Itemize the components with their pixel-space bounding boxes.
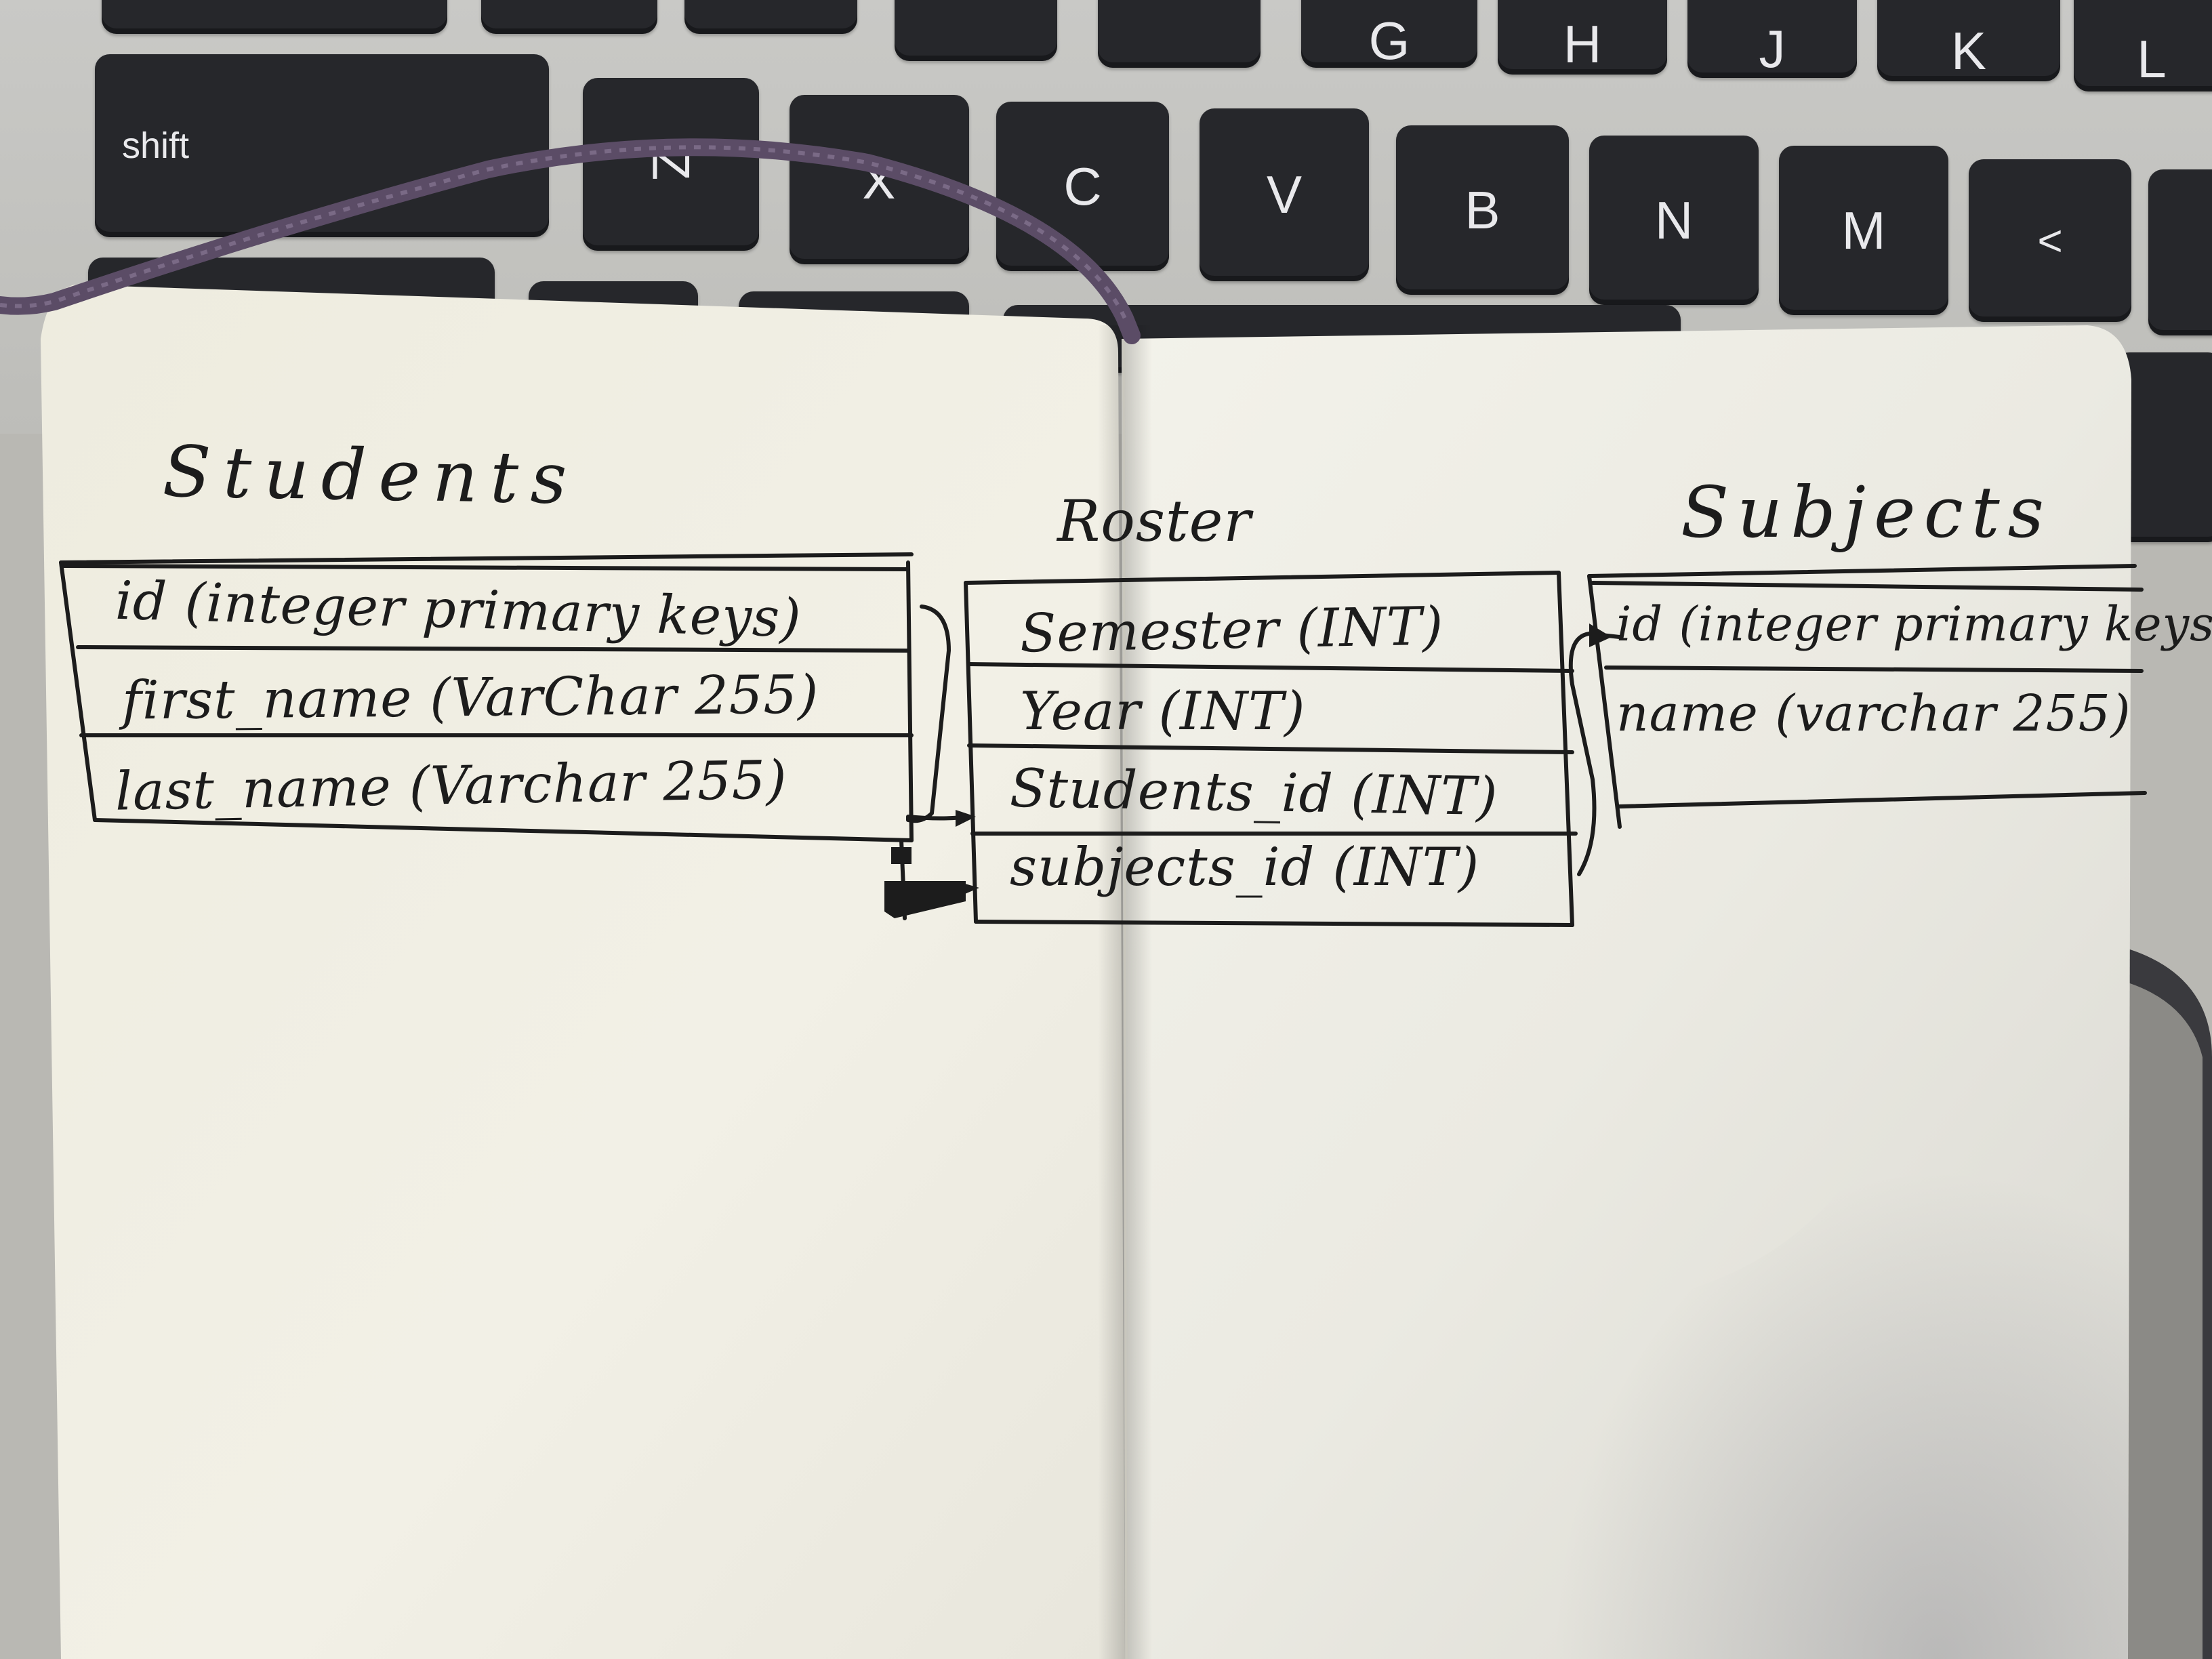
subjects-table-outline bbox=[1587, 564, 2147, 829]
roster-field-subjects-id: subjects_id (INT) bbox=[1010, 837, 1480, 898]
key-m: M bbox=[1779, 146, 1948, 315]
key-label: C bbox=[1063, 156, 1102, 216]
roster-field-semester: Semester (INT) bbox=[1019, 596, 1445, 665]
dark-object-highlight bbox=[2128, 983, 2203, 1659]
key bbox=[1098, 0, 1261, 68]
key-label: M bbox=[1841, 200, 1886, 260]
arrowhead bbox=[956, 810, 976, 827]
roster-field-year: Year (INT) bbox=[1020, 681, 1306, 742]
key bbox=[481, 0, 657, 34]
connector-arrows bbox=[884, 623, 1612, 918]
key-label: < bbox=[2037, 216, 2063, 265]
key-label: V bbox=[1266, 165, 1303, 224]
key-k: K bbox=[1877, 0, 2060, 81]
key-l: L bbox=[2074, 0, 2212, 91]
left-page-surface bbox=[41, 285, 1125, 1659]
roster-title: Roster bbox=[1057, 488, 1252, 554]
subjects-title: Subjects bbox=[1681, 471, 2053, 554]
subjects-field-name: name (varchar 255) bbox=[1616, 684, 2131, 743]
students-title: Students bbox=[161, 430, 580, 520]
key-label: B bbox=[1465, 180, 1500, 240]
crow-foot-mark bbox=[884, 881, 966, 918]
key-label: N bbox=[1654, 190, 1694, 250]
key bbox=[2148, 169, 2212, 335]
key-label: K bbox=[1950, 20, 1987, 81]
key-j: J bbox=[1687, 0, 1857, 79]
key-label: H bbox=[1563, 14, 1602, 74]
shadow bbox=[1491, 847, 2128, 1659]
key-z: Z bbox=[583, 78, 759, 251]
key-label: J bbox=[1759, 19, 1786, 79]
arrowhead bbox=[1589, 623, 1612, 647]
key-g: G bbox=[1301, 0, 1477, 70]
roster-field-students-id: Students_id (INT) bbox=[1009, 758, 1499, 828]
key-h: H bbox=[1498, 0, 1667, 75]
key-shift: shift bbox=[95, 54, 549, 237]
students-table-outline bbox=[59, 552, 914, 842]
key bbox=[895, 0, 1057, 61]
students-field-last-name: last_name (Varchar 255) bbox=[115, 750, 788, 823]
crow-foot-mark bbox=[891, 847, 912, 864]
students-field-first-name: first_name (VarChar 255) bbox=[121, 664, 819, 732]
key-c: C bbox=[996, 102, 1169, 271]
key bbox=[102, 0, 447, 34]
key-label: shift bbox=[122, 125, 190, 166]
key-label: G bbox=[1368, 10, 1410, 70]
roster-table-outline bbox=[964, 571, 1578, 927]
key-b: B bbox=[1396, 125, 1569, 295]
subjects-field-id: id (integer primary keys) bbox=[1616, 596, 2212, 652]
key-n: N bbox=[1589, 136, 1759, 305]
key-v: V bbox=[1200, 108, 1369, 281]
key-label: L bbox=[2137, 29, 2167, 89]
key bbox=[684, 0, 857, 34]
spine-line bbox=[1122, 338, 1128, 1659]
ribbon-texture bbox=[0, 145, 1127, 320]
key-comma: < bbox=[1969, 159, 2131, 322]
